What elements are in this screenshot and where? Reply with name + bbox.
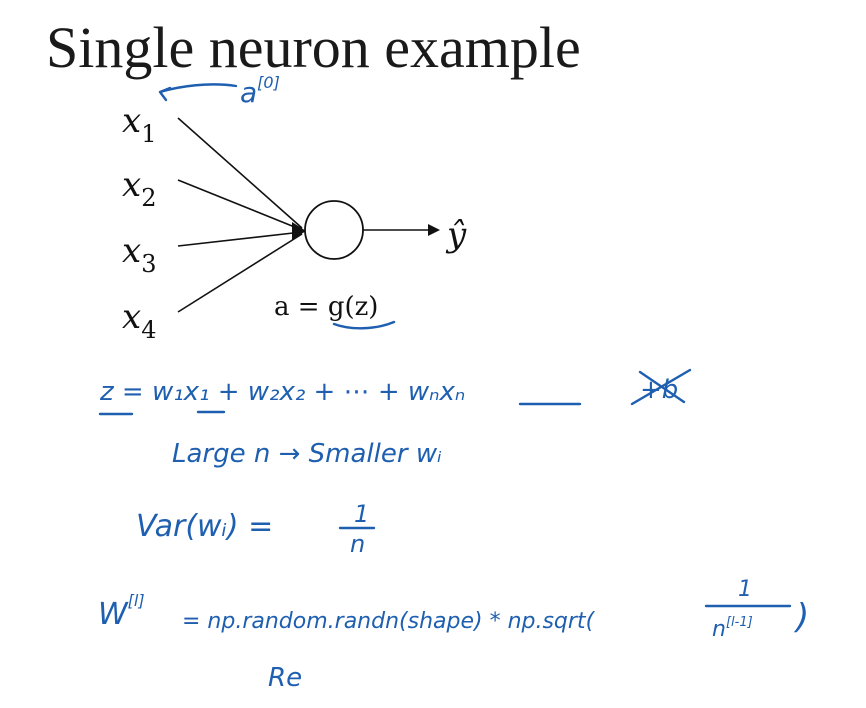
slide-title: Single neuron example <box>46 15 581 80</box>
var-numerator: 1 <box>354 500 369 528</box>
init-numerator: 1 <box>738 577 752 602</box>
hand-line-var: Var(wᵢ) = <box>136 509 273 544</box>
input-x3: x3 <box>122 231 156 278</box>
hand-line-z: z = w₁x₁ + w₂x₂ + ⋯ + wₙxₙ <box>99 377 465 407</box>
annotation-arrow <box>158 83 238 102</box>
input-connections <box>177 117 303 313</box>
input-x2: x2 <box>122 165 156 212</box>
input-x1: x1 <box>122 101 156 148</box>
hand-line-re: Re <box>268 663 302 693</box>
activation-underline <box>332 320 396 330</box>
merge-arrowhead <box>292 222 306 240</box>
input-x4: x4 <box>122 297 156 344</box>
output-arrowhead <box>428 224 440 236</box>
init-close-paren: ) <box>793 597 809 637</box>
strike-mark <box>630 368 692 406</box>
init-denominator: n[l-1] <box>712 615 753 642</box>
annotation-a0: a[0] <box>240 73 280 109</box>
hand-line-W: W[l] <box>98 591 145 632</box>
hand-line-init: = np.random.randn(shape) * np.sqrt( <box>182 609 596 634</box>
hand-line-large-n: Large n → Smaller wᵢ <box>172 439 442 469</box>
output-yhat: ŷ <box>445 215 467 255</box>
neuron-node <box>304 200 364 260</box>
var-denominator: n <box>350 530 365 558</box>
activation-label: a = g(z) <box>274 292 378 322</box>
